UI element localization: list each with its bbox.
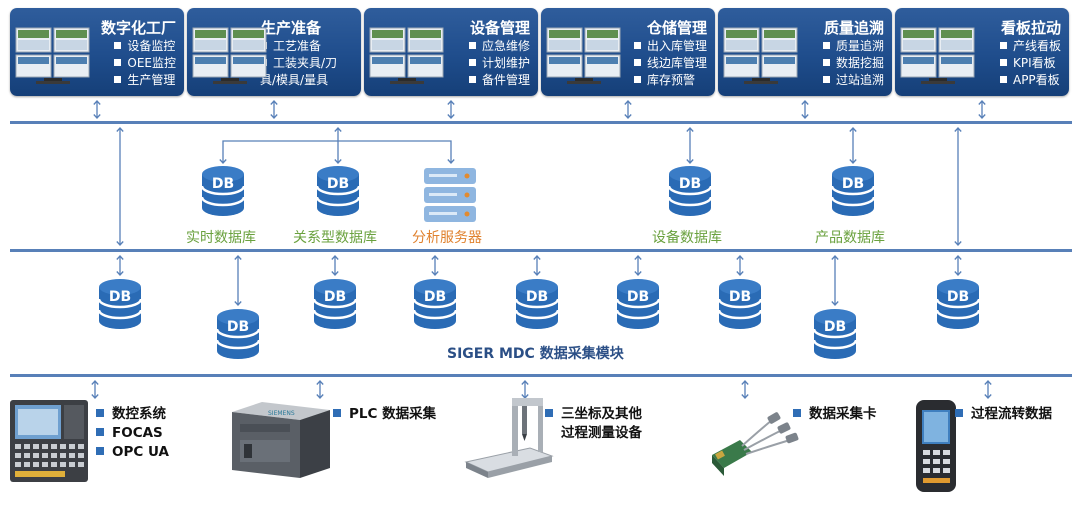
- analysis-server-label: 分析服务器: [412, 230, 482, 246]
- equipment-db-label: 设备数据库: [652, 230, 722, 246]
- module-item: 数据挖掘: [822, 55, 884, 72]
- module-item: 应急维修: [468, 38, 530, 55]
- module-item: 出入库管理: [633, 38, 707, 55]
- module-item: APP看板: [999, 72, 1061, 89]
- plc-device-icon: SIEMENS: [232, 402, 330, 478]
- module-item: 备件管理: [468, 72, 530, 89]
- cnc-item: 数控系统: [96, 405, 169, 424]
- data-card-icon: [712, 412, 799, 476]
- cmm-label: 三坐标及其他 过程测量设备: [545, 405, 642, 443]
- db-label: DB: [947, 289, 969, 305]
- module-item: OEE监控: [114, 55, 176, 72]
- monitor-icon: [192, 27, 267, 85]
- db-label: DB: [324, 289, 346, 305]
- module-item: 库存预警: [633, 72, 707, 89]
- db-label: DB: [227, 319, 249, 335]
- relational-db-label: 关系型数据库: [293, 230, 377, 246]
- card-label: 数据采集卡: [793, 405, 877, 424]
- handheld-item: 过程流转数据: [955, 405, 1052, 424]
- module-item: 过站追溯: [822, 72, 884, 89]
- module-item: KPI看板: [999, 55, 1061, 72]
- cnc-controller-icon: [10, 400, 88, 482]
- db-label: DB: [327, 176, 349, 192]
- module-title: 设备管理: [469, 19, 530, 37]
- module-title: 生产准备: [261, 19, 322, 37]
- db-label: DB: [842, 176, 864, 192]
- monitor-icon: [723, 27, 798, 85]
- module-title: 质量追溯: [823, 19, 884, 37]
- module-item: 计划维护: [468, 55, 530, 72]
- cmm-device-icon: [464, 398, 554, 478]
- realtime-db-label: 实时数据库: [186, 230, 256, 246]
- module-item: 生产管理: [114, 72, 176, 89]
- module-title: 仓储管理: [646, 19, 707, 37]
- application-bus: [10, 121, 1072, 124]
- db-label: DB: [526, 289, 548, 305]
- db-label: DB: [212, 176, 234, 192]
- module-title: 数字化工厂: [100, 19, 176, 37]
- handheld-label: 过程流转数据: [955, 405, 1052, 424]
- plc-label: PLC 数据采集: [333, 405, 436, 424]
- svg-text:SIEMENS: SIEMENS: [268, 410, 295, 417]
- cmm-item: 三坐标及其他: [545, 405, 642, 424]
- db-label: DB: [824, 319, 846, 335]
- cmm-item: 过程测量设备: [561, 425, 642, 441]
- cnc-item: OPC UA: [96, 443, 169, 462]
- monitor-icon: [900, 27, 975, 85]
- module-item: 产线看板: [999, 38, 1061, 55]
- cnc-label: 数控系统 FOCAS OPC UA: [96, 405, 169, 462]
- monitor-icon: [546, 27, 621, 85]
- collection-bus: [10, 374, 1072, 377]
- module-item: 线边库管理: [633, 55, 707, 72]
- module-item: 设备监控: [114, 38, 176, 55]
- monitor-icon: [369, 27, 444, 85]
- cnc-item: FOCAS: [96, 424, 169, 443]
- db-label: DB: [679, 176, 701, 192]
- module-item: 具/模具/量具: [260, 73, 329, 87]
- plc-item: PLC 数据采集: [333, 405, 436, 424]
- mdc-module-label: SIGER MDC 数据采集模块: [447, 346, 624, 362]
- handheld-pda-icon: [916, 400, 956, 492]
- db-label: DB: [729, 289, 751, 305]
- database-bus: [10, 249, 1072, 252]
- product-db-label: 产品数据库: [815, 230, 885, 246]
- module-title: 看板拉动: [1000, 19, 1061, 37]
- monitor-icon: [15, 27, 90, 85]
- db-label: DB: [424, 289, 446, 305]
- db-label: DB: [109, 289, 131, 305]
- module-item: 质量追溯: [822, 38, 884, 55]
- db-label: DB: [627, 289, 649, 305]
- analysis-server-icon: [424, 168, 476, 222]
- card-item: 数据采集卡: [793, 405, 877, 424]
- connector-bracket: [219, 140, 455, 164]
